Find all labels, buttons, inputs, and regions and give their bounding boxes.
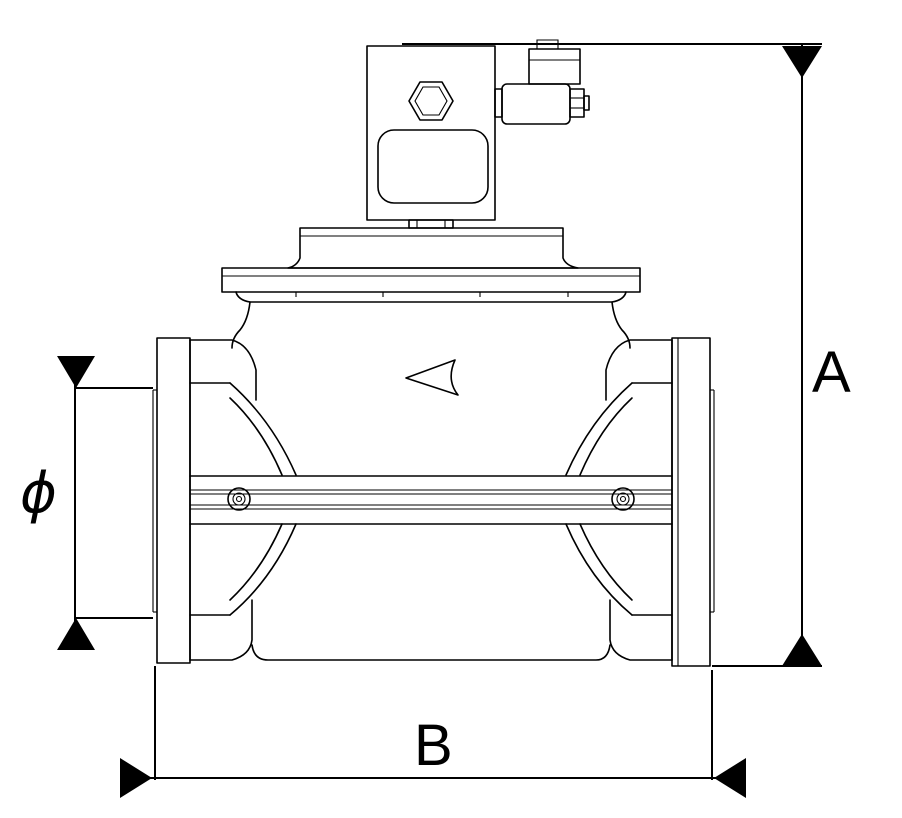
bolt-left-icon (227, 487, 251, 511)
flow-direction-arrow-icon (405, 359, 459, 396)
dimension-b-right-arrow-icon (714, 758, 746, 798)
dimension-a-top-arrow-icon (782, 46, 822, 78)
dimension-diameter-label: ϕ (20, 461, 57, 526)
dimension-a-label: A (812, 340, 851, 405)
valve-body (189, 301, 673, 661)
dimension-diameter: ϕ (20, 356, 153, 650)
solenoid-window (377, 129, 489, 204)
tie-rod-band (189, 475, 673, 525)
dimension-a-bottom-arrow-icon (782, 634, 822, 666)
dimension-diameter-bottom-arrow-icon (57, 618, 95, 650)
dimension-b: B (120, 666, 746, 798)
hex-nut-icon (408, 81, 454, 121)
inlet-flange-left (152, 337, 191, 664)
bolt-right-icon (611, 487, 635, 511)
solenoid-head (366, 45, 496, 229)
dimension-diameter-top-arrow-icon (57, 356, 95, 388)
valve-bonnet (221, 227, 641, 303)
dimension-a: A (402, 43, 851, 667)
electrical-connector (494, 39, 590, 125)
dimension-b-left-arrow-icon (120, 758, 152, 798)
outlet-flange-right (671, 337, 715, 667)
dimension-b-label: B (414, 713, 453, 778)
